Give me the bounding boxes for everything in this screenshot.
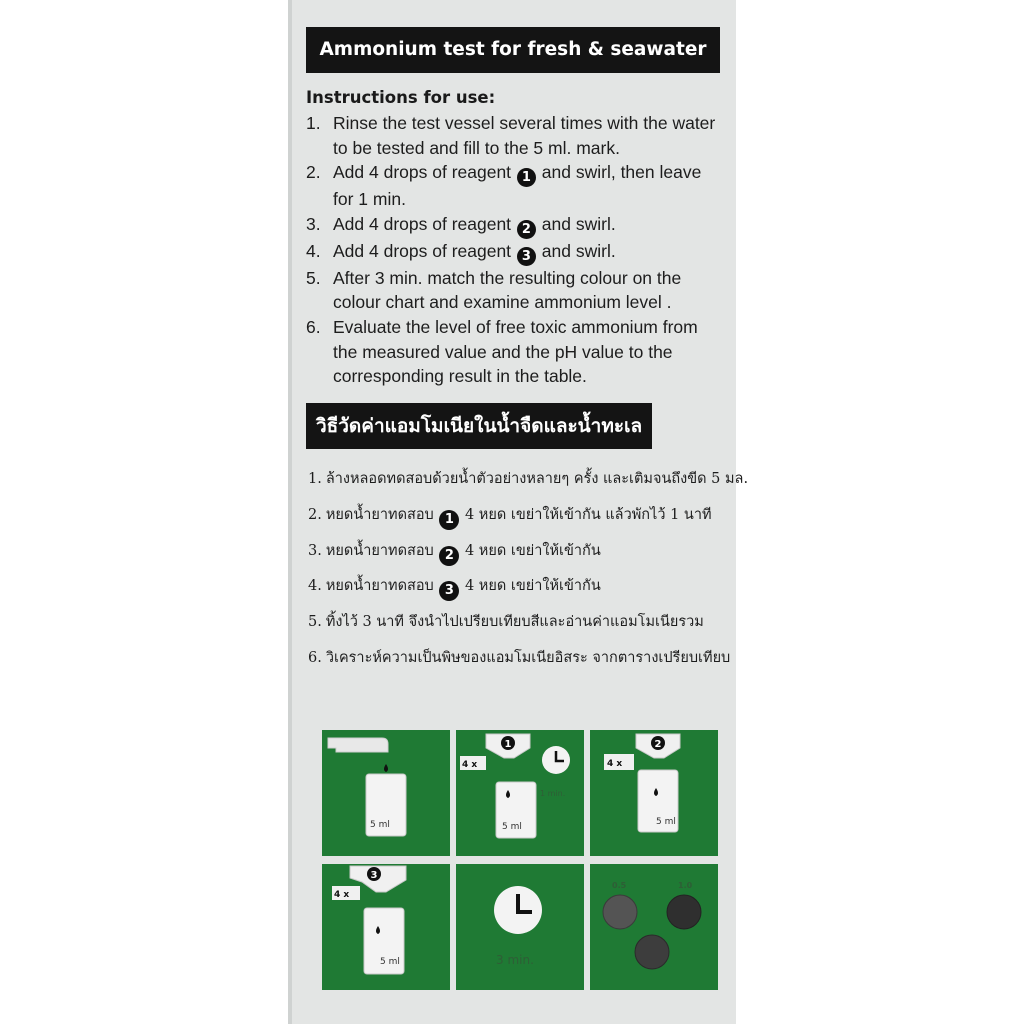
water-drop-icon <box>654 788 658 796</box>
step-number: 6. <box>306 316 321 337</box>
thai-step: 3.หยดน้ำยาทดสอบ 2 4 หยด เขย่าให้เข้ากัน <box>308 536 728 572</box>
vial-icon <box>495 781 537 839</box>
thai-step: 2.หยดน้ำยาทดสอบ 1 4 หยด เขย่าให้เข้ากัน … <box>308 500 728 536</box>
english-title-bar: Ammonium test for fresh & seawater <box>306 27 720 73</box>
step-number: 1. <box>308 471 322 487</box>
step-text: After 3 min. match the resulting colour … <box>333 267 682 313</box>
thai-step: 1.ล้างหลอดทดสอบด้วยน้ำตัวอย่างหลายๆ ครั้… <box>308 464 748 500</box>
colour-swatch-icon <box>666 894 702 930</box>
water-drop-icon <box>376 926 380 934</box>
thai-step: 5.ทิ้งไว้ 3 นาที จึงนำไปเปรียบเทียบสีและ… <box>308 607 728 643</box>
step-number: 6. <box>308 649 322 666</box>
step-text: Evaluate the level of free toxic ammoniu… <box>333 316 698 387</box>
drop-count-box <box>604 754 634 770</box>
english-step: 5. After 3 min. match the resulting colou… <box>306 266 726 315</box>
step-text: and swirl. <box>541 213 616 234</box>
product-instruction-card: Ammonium test for fresh & seawater Instr… <box>288 0 748 1024</box>
step-number: 4. <box>308 578 322 595</box>
step-text: 4 หยด เขย่าให้เข้ากัน แล้วพักไว้ 1 นาที <box>464 506 712 523</box>
step-text: 4 หยด เขย่าให้เข้ากัน <box>464 578 601 595</box>
panel-reagent-3: 3 4 x 5 ml <box>322 864 450 990</box>
english-steps-list: 1. Rinse the test vessel several times wi… <box>306 111 726 389</box>
faucet-icon <box>327 737 389 753</box>
panel-reagent-2: 2 4 x 5 ml <box>590 730 718 856</box>
reagent-2-badge: 2 <box>439 545 460 566</box>
colour-swatch-icon <box>602 894 638 930</box>
reagent-number-icon <box>501 736 515 750</box>
thai-step: 4.หยดน้ำยาทดสอบ 3 4 หยด เขย่าให้เข้ากัน <box>308 571 728 607</box>
step-number: 5. <box>308 614 322 631</box>
vial-icon <box>365 773 407 837</box>
sample-vial-top-icon <box>634 934 670 970</box>
vial-label: 5 ml <box>502 822 522 832</box>
vial-label: 5 ml <box>380 957 400 967</box>
step-text: Add 4 drops of reagent <box>333 240 512 261</box>
reagent-number-icon <box>367 867 381 881</box>
reagent-3-badge: 3 <box>516 246 536 266</box>
thai-steps-list: 1.ล้างหลอดทดสอบด้วยน้ำตัวอย่างหลายๆ ครั้… <box>308 464 748 679</box>
water-drop-icon <box>506 790 510 798</box>
step-text: ทิ้งไว้ 3 นาที จึงนำไปเปรียบเทียบสีและอ่… <box>325 614 704 631</box>
reagent-2-badge: 2 <box>516 219 536 239</box>
svg-text:3: 3 <box>371 870 378 881</box>
thai-step: 6.วิเคราะห์ความเป็นพิษของแอมโมเนียอิสระ … <box>308 643 731 679</box>
english-step: 1. Rinse the test vessel several times wi… <box>306 111 726 160</box>
vial-label: 5 ml <box>656 817 676 827</box>
reagent-1-badge: 1 <box>516 168 536 188</box>
instructions-heading: Instructions for use: <box>306 88 496 107</box>
drop-count-label: 4 x <box>334 890 349 900</box>
english-step: 4. Add 4 drops of reagent 3 and swirl. <box>306 239 726 266</box>
step-text: 4 หยด เขย่าให้เข้ากัน <box>464 542 601 559</box>
reagent-3-badge: 3 <box>439 581 460 602</box>
vial-icon <box>637 769 679 833</box>
step-number: 3. <box>308 542 322 559</box>
panel-fill-vial: 5 ml <box>322 730 450 856</box>
step-text: หยดน้ำยาทดสอบ <box>325 578 434 595</box>
pictogram-steps: 5 ml 1 4 x 1 min. 5 ml <box>322 730 722 992</box>
vial-label: 5 ml <box>370 820 390 830</box>
step-number: 1. <box>306 113 321 133</box>
step-text: and swirl. <box>541 240 616 261</box>
drop-count-label: 4 x <box>607 759 622 769</box>
svg-text:1: 1 <box>505 739 512 750</box>
step-number: 2. <box>306 162 321 183</box>
chart-value-label: 1.0 <box>678 881 693 890</box>
step-text: Add 4 drops of reagent <box>333 213 512 234</box>
step-number: 3. <box>306 213 321 234</box>
panel-wait-3-min: 3 min. <box>456 864 584 990</box>
step-number: 5. <box>306 267 321 288</box>
step-text: หยดน้ำยาทดสอบ <box>325 506 434 523</box>
step-text: หยดน้ำยาทดสอบ <box>325 542 434 559</box>
english-step: 2. Add 4 drops of reagent 1 and swirl, th… <box>306 160 726 212</box>
wait-time-label: 3 min. <box>496 953 534 967</box>
thai-title-bar: วิธีวัดค่าแอมโมเนียในน้ำจืดและน้ำทะเล <box>306 403 652 449</box>
reagent-1-badge: 1 <box>439 509 460 530</box>
drop-count-label: 4 x <box>462 760 477 770</box>
step-text: and swirl, then leave for 1 min. <box>333 162 702 210</box>
chart-value-label: 0.5 <box>612 881 627 890</box>
step-text: วิเคราะห์ความเป็นพิษของแอมโมเนียอิสระ จา… <box>325 649 731 666</box>
english-step: 6. Evaluate the level of free toxic ammon… <box>306 315 726 389</box>
svg-text:2: 2 <box>655 739 662 750</box>
water-drop-icon <box>384 764 388 772</box>
step-text: ล้างหลอดทดสอบด้วยน้ำตัวอย่างหลายๆ ครั้ง … <box>325 471 749 487</box>
step-number: 2. <box>308 506 322 523</box>
drop-count-box <box>332 886 360 900</box>
drop-count-box <box>460 756 486 770</box>
panel-reagent-1: 1 4 x 1 min. 5 ml <box>456 730 584 856</box>
step-text: Add 4 drops of reagent <box>333 162 512 183</box>
english-step: 3. Add 4 drops of reagent 2 and swirl. <box>306 212 726 239</box>
vial-icon <box>363 907 405 975</box>
wait-time-label: 1 min. <box>540 789 565 798</box>
step-text: Rinse the test vessel several times with… <box>333 113 716 158</box>
panel-colour-chart: 0.5 1.0 <box>590 864 718 990</box>
reagent-number-icon <box>651 736 665 750</box>
step-number: 4. <box>306 240 321 261</box>
